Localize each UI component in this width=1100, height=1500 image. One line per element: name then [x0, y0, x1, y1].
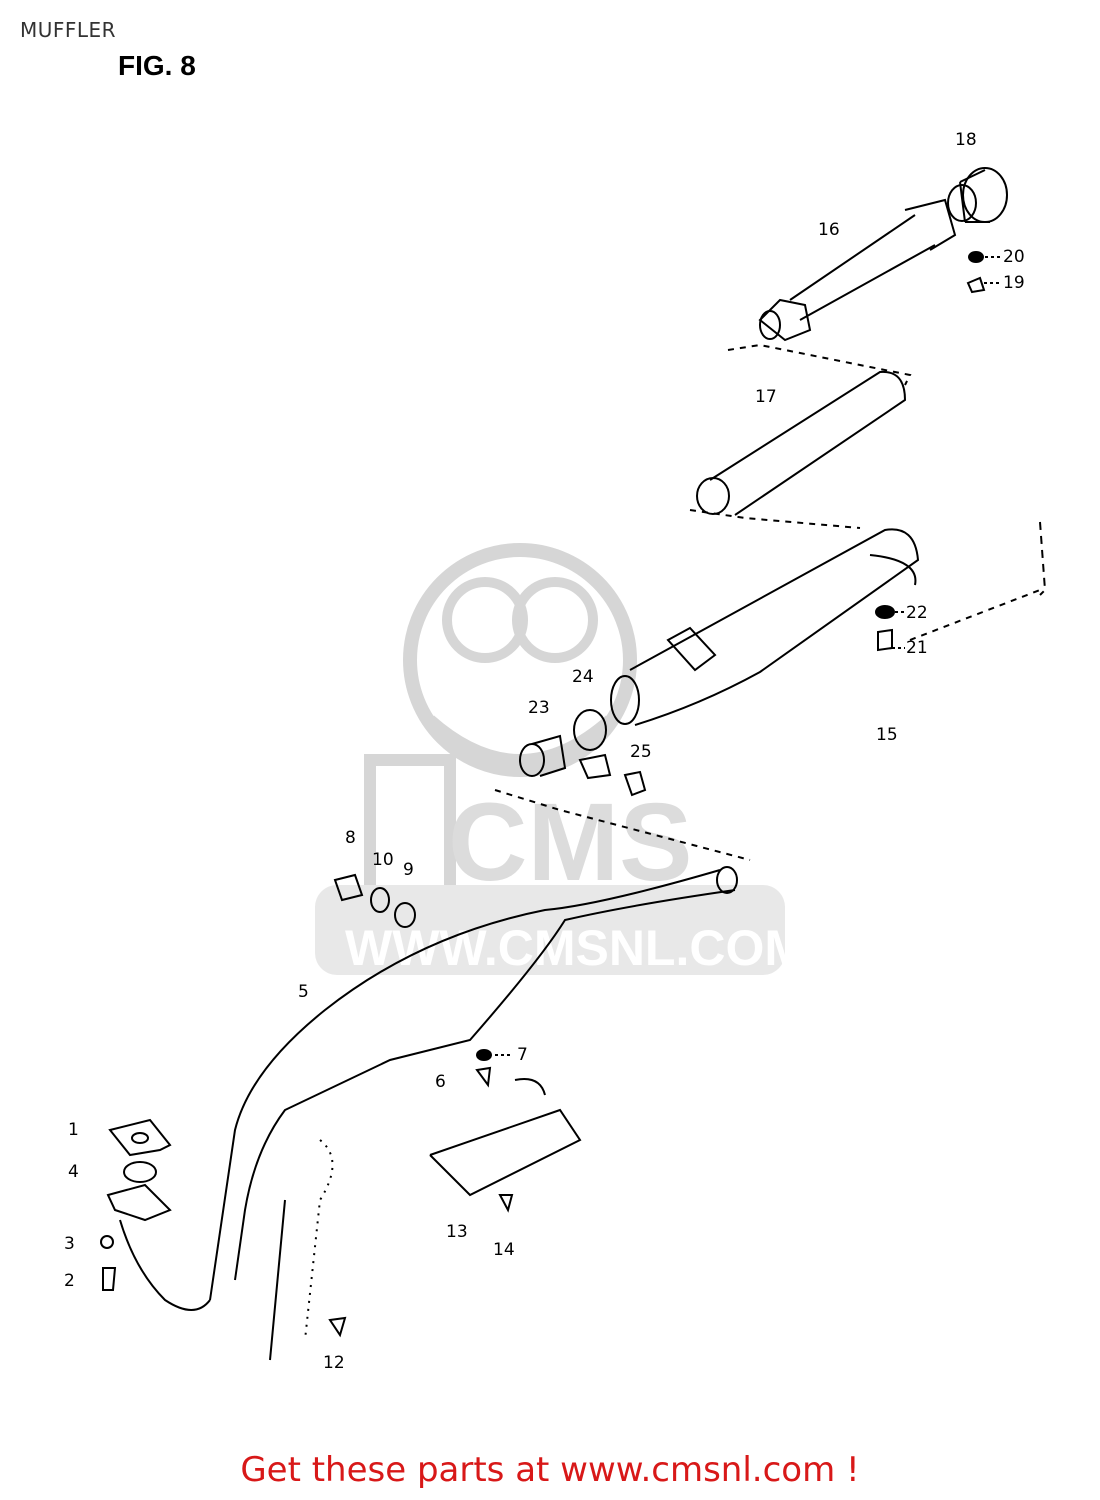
- cms-watermark-logo: CMS WWW.CMSNL.COM: [315, 543, 806, 976]
- part-8-bolt: [333, 873, 364, 902]
- part-25-bolt: [623, 770, 647, 797]
- callout-23: 23: [528, 698, 550, 718]
- part-10-spacer: [370, 887, 390, 913]
- part-23-gasket: [519, 734, 567, 777]
- part-20-washer: [968, 251, 984, 263]
- part-12-pipe: [269, 1139, 334, 1361]
- part-21-bolt: [877, 628, 905, 652]
- callout-2: 2: [64, 1271, 75, 1291]
- get-parts-link[interactable]: Get these parts at www.cmsnl.com !: [240, 1450, 860, 1490]
- callout-18: 18: [955, 130, 977, 150]
- watermark-brand: CMS: [448, 781, 692, 904]
- callout-10: 10: [372, 850, 394, 870]
- callout-19: 19: [1003, 273, 1025, 293]
- callout-8: 8: [345, 828, 356, 848]
- callout-6: 6: [435, 1072, 446, 1092]
- watermark-url: WWW.CMSNL.COM: [345, 920, 806, 976]
- part-12-bolt: [328, 1316, 347, 1338]
- callout-12: 12: [323, 1353, 345, 1373]
- callout-16: 16: [818, 220, 840, 240]
- part-13-heat-guard: [429, 1078, 582, 1197]
- part-15-muffler: [610, 528, 920, 726]
- part-17-inner-tube: [696, 370, 907, 516]
- part-22-washer: [875, 605, 895, 619]
- part-1-flange: [108, 1118, 172, 1157]
- part-9-nut: [394, 902, 416, 928]
- part-5-exhaust-pipe: [119, 866, 738, 1311]
- callout-5: 5: [298, 982, 309, 1002]
- callout-14: 14: [493, 1240, 515, 1260]
- parts-diagram: CMS WWW.CMSNL.COM: [64, 130, 1047, 1373]
- callout-3: 3: [64, 1234, 75, 1254]
- callout-7: 7: [517, 1045, 528, 1065]
- page-title: MUFFLER: [20, 18, 117, 42]
- callout-4: 4: [68, 1162, 79, 1182]
- part-3-nut: [100, 1235, 114, 1249]
- callout-22: 22: [906, 603, 928, 623]
- part-16-tail-pipe: [758, 198, 957, 342]
- part-6-bolt: [475, 1066, 492, 1088]
- part-24-clamp: [573, 709, 612, 780]
- callout-13: 13: [446, 1222, 468, 1242]
- callout-15: 15: [876, 725, 898, 745]
- callout-21: 21: [906, 638, 928, 658]
- part-18-end-cap: [947, 167, 1008, 223]
- part-4-gasket: [123, 1161, 157, 1183]
- callout-9: 9: [403, 860, 414, 880]
- callout-20: 20: [1003, 247, 1025, 267]
- part-7-washer: [476, 1049, 492, 1061]
- part-19-screw: [966, 276, 1000, 294]
- part-2-stud: [102, 1267, 117, 1291]
- callout-1: 1: [68, 1120, 79, 1140]
- callout-25: 25: [630, 742, 652, 762]
- part-14-screw: [498, 1194, 514, 1213]
- figure-label: FIG. 8: [118, 50, 196, 81]
- callout-24: 24: [572, 667, 594, 687]
- callout-17: 17: [755, 387, 777, 407]
